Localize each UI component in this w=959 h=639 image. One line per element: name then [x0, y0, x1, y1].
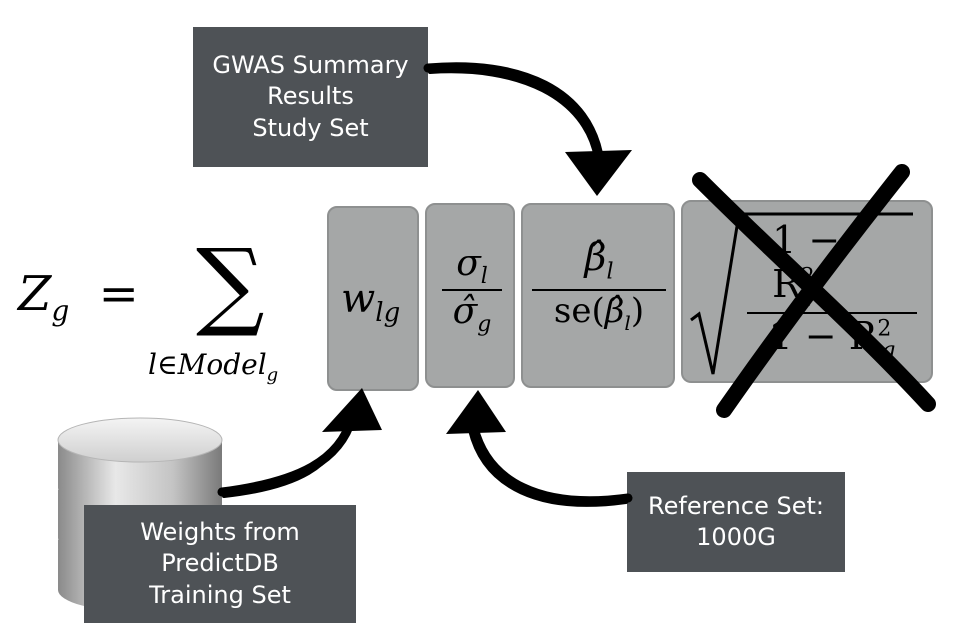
gwas-line-1: GWAS Summary — [212, 51, 409, 80]
equals-sign: = — [98, 266, 139, 322]
formula-lhs: Zg = — [18, 266, 139, 328]
reference-set-box: Reference Set: 1000G — [627, 472, 845, 572]
beta-num-symbol: β̂ — [584, 235, 607, 279]
reference-arrowhead — [446, 390, 506, 434]
sigma-den-subscript: g — [477, 312, 492, 338]
sigma-num-symbol: σ — [456, 243, 481, 284]
weight-symbol: wlg — [341, 276, 400, 328]
weights-line-3: Training Set — [149, 580, 291, 609]
se-beta: β̂ — [604, 290, 625, 331]
gwas-arrow — [423, 62, 605, 167]
sqrt-den-sup: 2 — [877, 315, 892, 341]
cross-out-mark — [692, 164, 936, 418]
se-denominator: se(β̂l) — [554, 291, 644, 335]
gwas-arrowhead — [565, 150, 632, 196]
sigma-num-subscript: l — [480, 264, 488, 290]
summation-index: l∈Modelg — [148, 348, 278, 386]
weights-arrow — [217, 413, 357, 498]
sigma-fraction-bar — [442, 289, 502, 292]
summation-symbol: ∑ — [196, 228, 265, 340]
weight-subscript: lg — [375, 298, 401, 328]
weight-term: wlg — [327, 206, 419, 391]
weight-letter: w — [341, 276, 376, 322]
gwas-summary-box: GWAS Summary Results Study Set — [193, 27, 428, 167]
beta-num-subscript: l — [606, 259, 614, 285]
sigma-den-symbol: σ̂ — [452, 291, 478, 333]
beta-fraction-bar — [532, 288, 666, 291]
z-subscript: g — [51, 294, 70, 328]
sigma-numerator: σl — [456, 243, 488, 289]
sigma-ratio-term: σl σ̂g — [425, 203, 515, 388]
beta-numerator: β̂l — [584, 235, 613, 285]
weights-arrowhead — [322, 388, 382, 432]
se-suffix: ) — [630, 290, 645, 331]
reference-line-1: Reference Set: — [648, 491, 824, 520]
sigma-fraction: σl σ̂g — [439, 243, 505, 337]
sqrt-radical-icon — [690, 212, 913, 375]
summation-index-text: l∈Model — [148, 348, 267, 381]
gwas-line-3: Study Set — [252, 113, 369, 142]
weights-box: Weights from PredictDB Training Set — [84, 505, 356, 623]
weights-line-2: PredictDB — [161, 549, 279, 578]
se-subscript: l — [624, 310, 631, 335]
weights-line-1: Weights from — [140, 518, 300, 547]
beta-se-term: β̂l se(β̂l) — [521, 203, 675, 388]
gwas-line-2: Results — [267, 82, 354, 111]
z-symbol: Z — [18, 266, 52, 322]
reference-arrow — [468, 423, 633, 507]
summation-index-subscript: g — [266, 364, 279, 386]
se-prefix: se( — [553, 290, 605, 331]
beta-fraction: β̂l se(β̂l) — [529, 235, 669, 334]
sigma-denominator: σ̂g — [453, 291, 492, 337]
reference-line-2: 1000G — [696, 523, 776, 551]
